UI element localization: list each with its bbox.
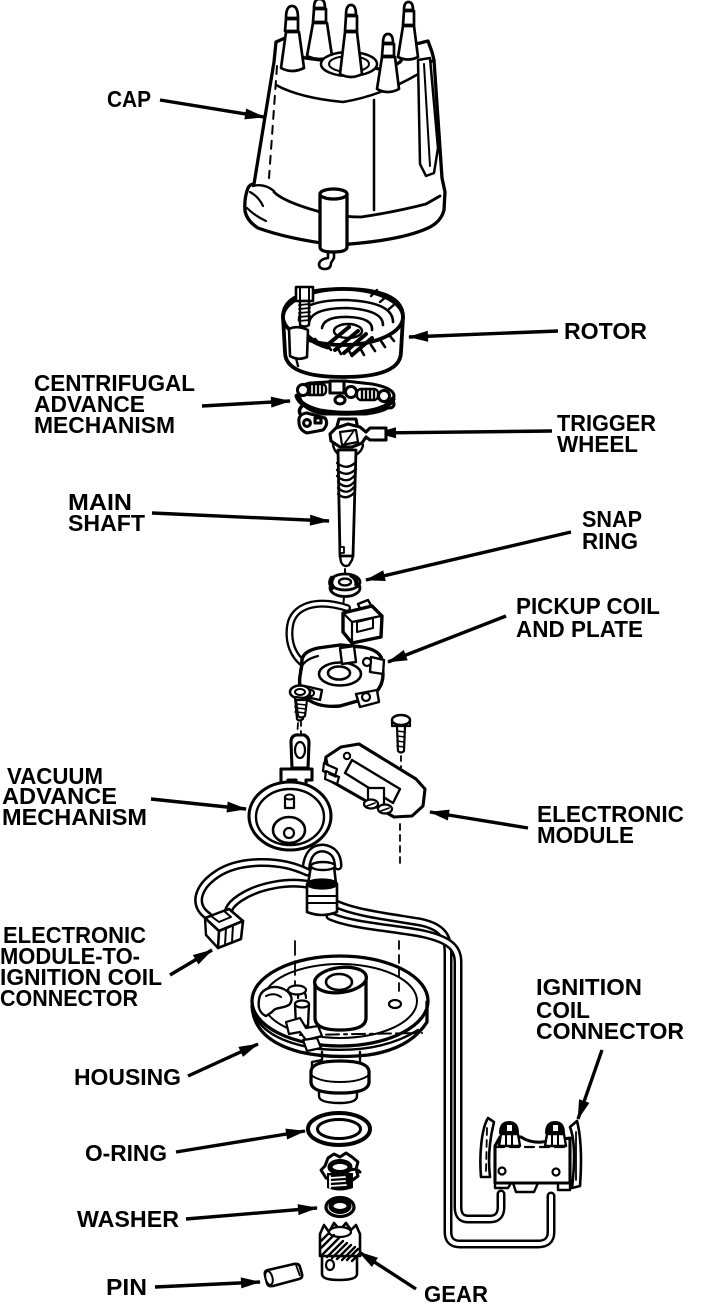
svg-text:AND PLATE: AND PLATE bbox=[516, 616, 643, 642]
svg-text:GEAR: GEAR bbox=[424, 1281, 488, 1304]
svg-text:IGNITION: IGNITION bbox=[536, 974, 642, 1000]
svg-text:RING: RING bbox=[582, 528, 638, 554]
svg-text:WHEEL: WHEEL bbox=[557, 431, 638, 457]
svg-text:SHAFT: SHAFT bbox=[68, 510, 145, 536]
svg-text:SNAP: SNAP bbox=[582, 506, 642, 532]
svg-text:ELECTRONIC: ELECTRONIC bbox=[3, 922, 146, 948]
svg-text:ADVANCE: ADVANCE bbox=[34, 391, 145, 417]
svg-text:PICKUP COIL: PICKUP COIL bbox=[516, 593, 660, 619]
svg-text:TRIGGER: TRIGGER bbox=[557, 410, 656, 436]
svg-text:VACUUM: VACUUM bbox=[7, 763, 103, 789]
svg-text:ADVANCE: ADVANCE bbox=[2, 783, 117, 809]
svg-text:WASHER: WASHER bbox=[77, 1206, 179, 1232]
svg-text:ROTOR: ROTOR bbox=[564, 318, 647, 344]
svg-text:ELECTRONIC: ELECTRONIC bbox=[537, 801, 684, 827]
svg-text:MAIN: MAIN bbox=[68, 489, 132, 515]
svg-text:COIL: COIL bbox=[536, 997, 590, 1023]
svg-text:IGNITION COIL: IGNITION COIL bbox=[0, 964, 162, 990]
svg-text:CONNECTOR: CONNECTOR bbox=[0, 985, 138, 1011]
svg-text:O-RING: O-RING bbox=[85, 1140, 167, 1166]
svg-text:CAP: CAP bbox=[107, 86, 151, 112]
svg-text:HOUSING: HOUSING bbox=[74, 1064, 181, 1090]
svg-text:MODULE: MODULE bbox=[537, 822, 634, 848]
svg-text:MODULE-TO-: MODULE-TO- bbox=[0, 943, 140, 969]
svg-text:CENTRIFUGAL: CENTRIFUGAL bbox=[34, 370, 195, 396]
svg-text:MECHANISM: MECHANISM bbox=[34, 412, 175, 438]
svg-text:PIN: PIN bbox=[106, 1274, 147, 1300]
svg-text:MECHANISM: MECHANISM bbox=[2, 804, 147, 830]
svg-text:CONNECTOR: CONNECTOR bbox=[536, 1018, 684, 1044]
